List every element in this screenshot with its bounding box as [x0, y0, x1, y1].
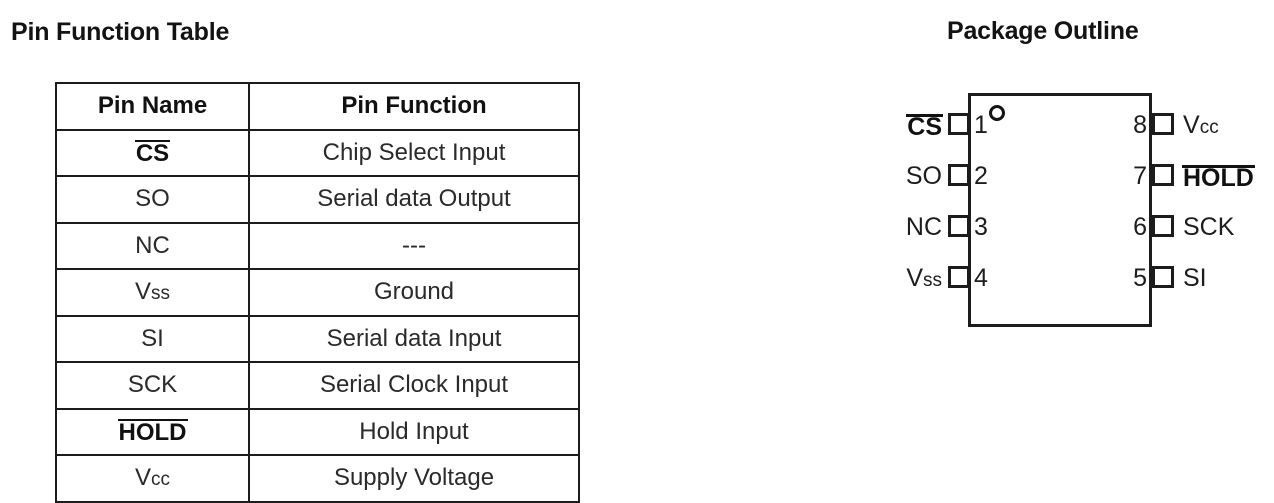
pin-label-vss: Vss [906, 264, 942, 292]
cell-pin-name: SCK [55, 361, 250, 410]
pin-label-nc: NC [905, 213, 942, 241]
table-row: NC--- [55, 221, 580, 270]
pin-number-7: 7 [1133, 162, 1147, 190]
pin-number-3: 3 [974, 213, 988, 241]
overline-signal-name: CS [906, 113, 943, 141]
pin-label-si: SI [1183, 264, 1207, 292]
column-header-pin-name: Pin Name [55, 82, 250, 131]
pin-lead-7 [1152, 164, 1174, 186]
overline-signal-name: HOLD [1182, 164, 1255, 192]
page-title-pin-function-table: Pin Function Table [11, 18, 230, 46]
pin-number-4: 4 [974, 264, 988, 292]
pin-number-1: 1 [974, 111, 988, 139]
cell-pin-function: Serial data Output [248, 175, 580, 224]
pin-number-6: 6 [1133, 213, 1147, 241]
cell-pin-name: NC [55, 221, 250, 270]
page-title-package-outline: Package Outline [947, 17, 1139, 45]
cell-pin-name: HOLD [55, 407, 250, 456]
pin-lead-6 [1152, 215, 1174, 237]
pin-label-vcc: Vcc [1183, 111, 1219, 139]
pin-function-table: Pin Name Pin Function CS Chip Select Inpu… [55, 82, 580, 503]
cell-pin-function: Supply Voltage [248, 454, 580, 503]
cell-pin-function: Serial data Input [248, 314, 580, 363]
pin-number-8: 8 [1133, 111, 1147, 139]
pin-lead-8 [1152, 113, 1174, 135]
pin-lead-5 [1152, 266, 1174, 288]
cell-pin-function: Ground [248, 268, 580, 317]
cell-pin-function: Chip Select Input [248, 128, 580, 177]
overline-signal-name: CS [134, 139, 171, 167]
column-header-pin-function: Pin Function [248, 82, 580, 131]
pin-label-sck: SCK [1183, 213, 1235, 241]
pin-lead-2 [948, 164, 970, 186]
pin-number-5: 5 [1133, 264, 1147, 292]
cell-pin-function: Hold Input [248, 407, 580, 456]
pin-lead-1 [948, 113, 970, 135]
cell-pin-name: Vcc [55, 454, 250, 503]
cell-pin-function: Serial Clock Input [248, 361, 580, 410]
cell-pin-name: SI [55, 314, 250, 363]
table-row: HOLD Hold Input [55, 407, 580, 456]
pin-number-2: 2 [974, 162, 988, 190]
pin-lead-3 [948, 215, 970, 237]
pin-function-table-container: Pin Name Pin Function CS Chip Select Inpu… [55, 82, 580, 503]
package-outline-diagram: 1 CS 2 SO 3 NC 4 Vss 8 Vcc 7 HOLD 6 SCK 5 SI [860, 60, 1274, 360]
pin-label-cs: CS [860, 113, 943, 141]
cell-pin-name: CS [55, 128, 250, 177]
pin-one-dot-icon [989, 105, 1005, 121]
pin-lead-4 [948, 266, 970, 288]
pin-label-hold: HOLD [1182, 164, 1255, 192]
ic-body-outline [968, 93, 1152, 327]
cell-pin-function: --- [248, 221, 580, 270]
cell-pin-name: SO [55, 175, 250, 224]
pin-label-so: SO [905, 162, 942, 190]
cell-pin-name: Vss [55, 268, 250, 317]
overline-signal-name: HOLD [117, 418, 188, 446]
table-row: CS Chip Select Input [55, 128, 580, 177]
table-header-row: Pin Name Pin Function [55, 82, 580, 131]
